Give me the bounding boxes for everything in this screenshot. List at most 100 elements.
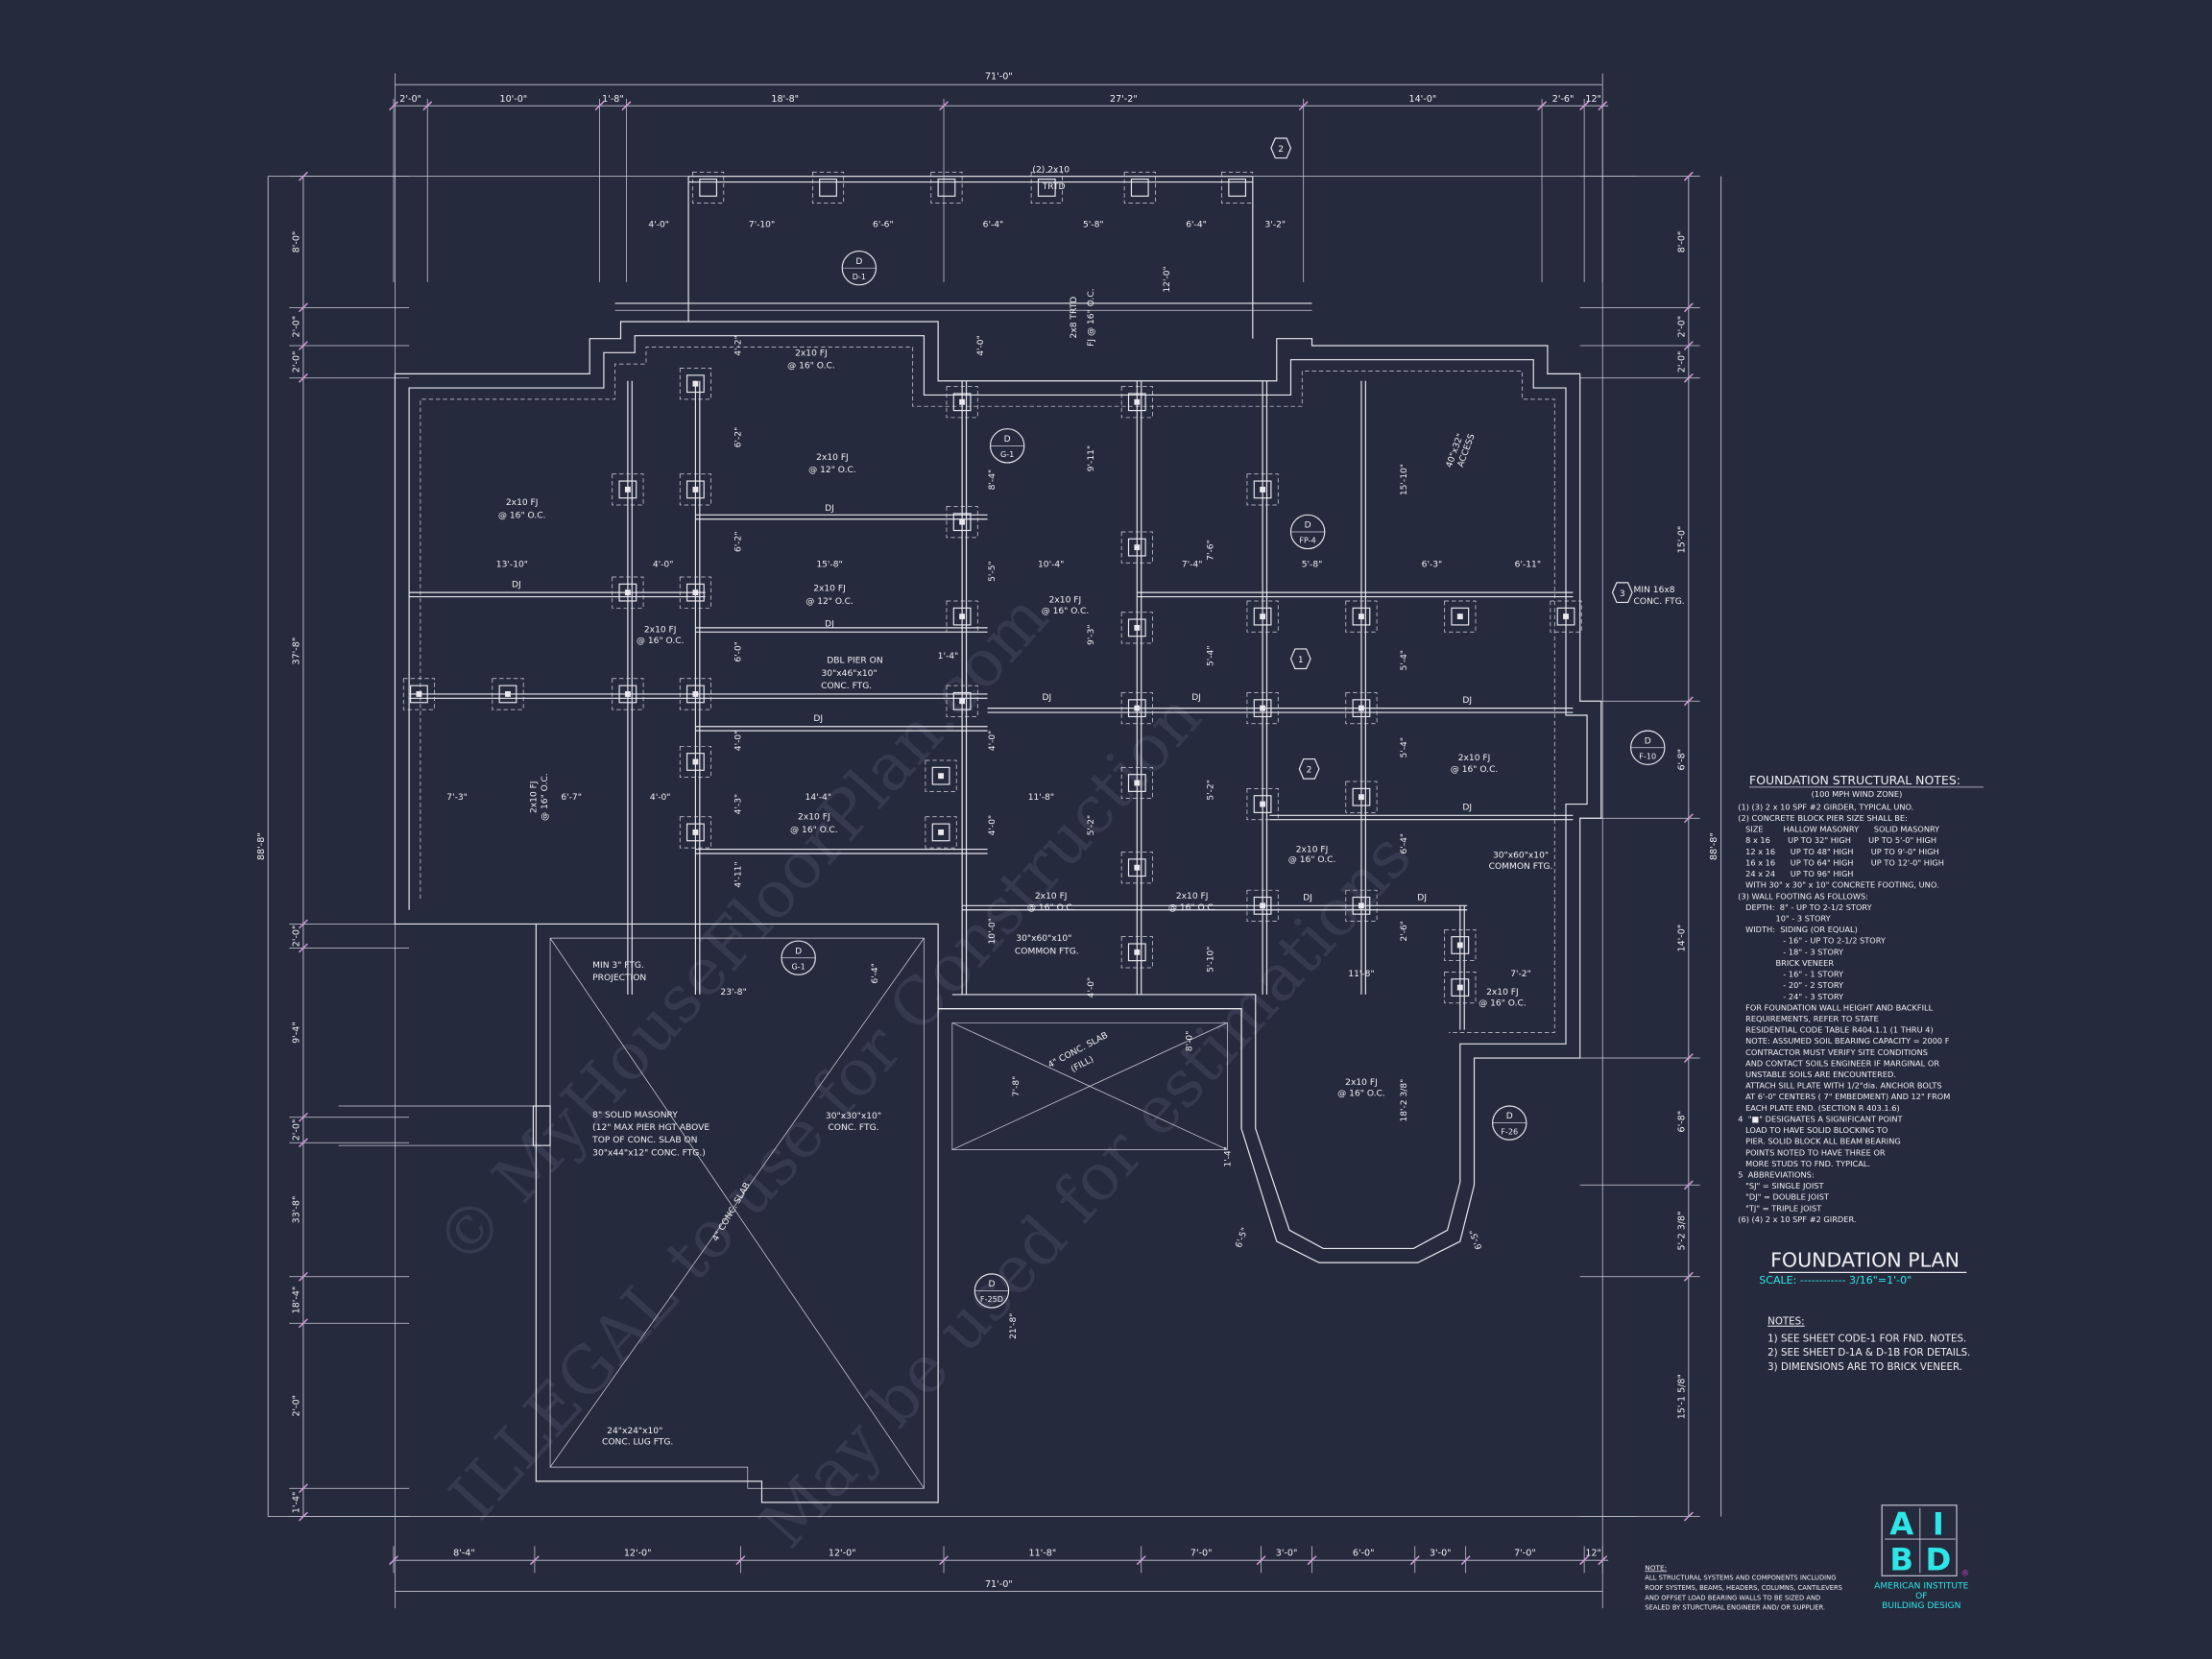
note-line: 5 ABBREVIATIONS: bbox=[1738, 1169, 1814, 1179]
plan-label: 10'-4" bbox=[1038, 561, 1064, 570]
point-load-marker bbox=[959, 518, 966, 525]
plan-label: 4'-0" bbox=[733, 731, 743, 752]
tag-hexagon bbox=[1611, 582, 1633, 604]
point-load-marker bbox=[1134, 949, 1141, 955]
pier-footing bbox=[1345, 600, 1378, 633]
dim-top: 2'-6" bbox=[1552, 94, 1575, 105]
point-load-marker bbox=[1358, 902, 1364, 909]
plan-label: 7'-2" bbox=[1510, 970, 1531, 979]
concrete-pier bbox=[1127, 538, 1146, 557]
pier-footing bbox=[612, 678, 644, 710]
dim-top: 27'-2" bbox=[1110, 94, 1138, 105]
dim-tick bbox=[621, 101, 632, 111]
plan-label: 2x10 FJ bbox=[1296, 846, 1329, 855]
note-tag: 1 bbox=[1289, 648, 1311, 670]
concrete-pier bbox=[1127, 699, 1146, 718]
plan-label: @ 12" O.C. bbox=[805, 597, 854, 607]
plan-label: DJ bbox=[1042, 693, 1051, 703]
point-load-marker bbox=[1260, 801, 1266, 807]
concrete-pier bbox=[686, 480, 705, 499]
slab-diagonal bbox=[549, 937, 925, 1489]
note-line: "SJ" = SINGLE JOIST bbox=[1738, 1181, 1824, 1190]
note-line: CONTRACTOR MUST VERIFY SITE CONDITIONS bbox=[1738, 1047, 1928, 1057]
footer-note-heading: NOTE: bbox=[1645, 1563, 1667, 1572]
tag-number: 2 bbox=[1307, 765, 1312, 775]
note-line: 8 x 16 UP TO 32" HIGH UP TO 5'-0" HIGH bbox=[1738, 835, 1936, 845]
concrete-pier bbox=[1127, 774, 1146, 792]
note-line: WIDTH: SIDING (OR EQUAL) bbox=[1738, 925, 1858, 934]
plan-label: 2x10 FJ bbox=[816, 453, 849, 463]
plan-label: 6'-4" bbox=[871, 963, 880, 984]
pier-footing bbox=[1120, 386, 1153, 419]
plan-label: 7'-3" bbox=[446, 793, 468, 803]
logo-line-1: AMERICAN INSTITUTE bbox=[1874, 1582, 1968, 1592]
plan-label: 6'-2" bbox=[733, 531, 743, 552]
dim-left: 2'-0" bbox=[292, 1395, 302, 1417]
plan-label: CONC. FTG. bbox=[1634, 597, 1685, 607]
plan-label: 30"x46"x10" bbox=[822, 669, 878, 679]
note-line: (1) (3) 2 x 10 SPF #2 GIRDER, TYPICAL UN… bbox=[1738, 802, 1913, 811]
dim-tick bbox=[389, 1555, 398, 1566]
plan-label: 11'-8" bbox=[1348, 970, 1374, 979]
logo-line-2: OF bbox=[1915, 1592, 1927, 1601]
concrete-pier bbox=[1352, 896, 1371, 915]
point-load-marker bbox=[1134, 398, 1141, 405]
plan-label: 5'-4" bbox=[1400, 737, 1409, 758]
note-line: AT 6'-0" CENTERS ( 7" EMBEDMENT) AND 12"… bbox=[1738, 1092, 1950, 1101]
plan-label: 4'-0" bbox=[1087, 977, 1096, 998]
plan-label: 9'-11" bbox=[1087, 445, 1096, 471]
point-load-marker bbox=[1456, 942, 1463, 949]
point-load-marker bbox=[692, 691, 699, 697]
concrete-pier bbox=[686, 823, 705, 842]
dim-left: 8'-0" bbox=[292, 231, 302, 253]
dim-bottom: 6'-0" bbox=[1353, 1549, 1375, 1559]
dim-tick bbox=[1579, 101, 1590, 111]
callout-detail: D bbox=[988, 1280, 995, 1289]
callout-sheet-ref: G-1 bbox=[792, 961, 805, 971]
plan-label: 2x8 TRTD bbox=[1070, 297, 1079, 339]
dim-tick bbox=[1683, 1053, 1694, 1063]
pier-footing bbox=[612, 473, 644, 506]
dim-tick bbox=[1683, 1180, 1694, 1190]
plan-label: 2x10 FJ bbox=[795, 349, 828, 358]
plan-label: 6'-6" bbox=[873, 221, 894, 230]
dim-tick bbox=[1579, 1555, 1590, 1566]
pier-footing bbox=[1221, 171, 1254, 204]
plan-label: 8'-0" bbox=[1186, 1031, 1195, 1052]
point-load-marker bbox=[959, 698, 966, 705]
footing-line bbox=[420, 347, 1555, 1033]
plan-label: 2x10 FJ bbox=[1345, 1078, 1378, 1088]
plan-label: 12'-0" bbox=[1163, 266, 1172, 292]
pier-footing bbox=[946, 386, 978, 419]
registered-mark: ® bbox=[1960, 1569, 1969, 1578]
concrete-pier bbox=[1127, 858, 1146, 878]
dim-right: 2'-0" bbox=[1676, 316, 1687, 338]
pier-footing bbox=[1550, 600, 1582, 633]
plan-label: 6'-11" bbox=[1515, 561, 1541, 570]
callout-detail: D bbox=[855, 257, 862, 267]
note-line: "TJ" = TRIPLE JOIST bbox=[1738, 1203, 1822, 1213]
plan-label: 7'-10" bbox=[749, 221, 775, 230]
concrete-pier bbox=[686, 583, 705, 602]
dim-bottom: 7'-0" bbox=[1514, 1549, 1536, 1559]
dim-tick bbox=[529, 1555, 540, 1566]
note-line: EACH PLATE END. (SECTION R 403.1.6) bbox=[1738, 1103, 1899, 1113]
plan-label: COMMON FTG. bbox=[1015, 947, 1079, 956]
plan-label: 2x10 FJ bbox=[1049, 595, 1082, 605]
callout-sheet-ref: F-25D bbox=[980, 1294, 1003, 1304]
plan-label: 2x10 FJ bbox=[506, 498, 539, 508]
plan-label: 2x10 FJ bbox=[1458, 754, 1491, 763]
plan-label: 4'-2" bbox=[733, 335, 743, 356]
point-load-marker bbox=[692, 380, 699, 387]
dim-bottom: 12" bbox=[1585, 1549, 1601, 1559]
concrete-pier bbox=[1253, 896, 1272, 915]
plan-label: DJ bbox=[825, 619, 834, 629]
plan-label: 2x10 FJ bbox=[813, 585, 846, 594]
dim-tick bbox=[298, 1318, 308, 1329]
concrete-pier bbox=[931, 766, 950, 785]
pier-footing bbox=[1444, 600, 1477, 633]
plan-label: 3'-2" bbox=[1265, 221, 1286, 230]
foundation-wall-outer bbox=[394, 321, 1602, 1263]
plan-label: DJ bbox=[825, 504, 834, 514]
note-line: NOTE: ASSUMED SOIL BEARING CAPACITY = 20… bbox=[1738, 1036, 1949, 1046]
